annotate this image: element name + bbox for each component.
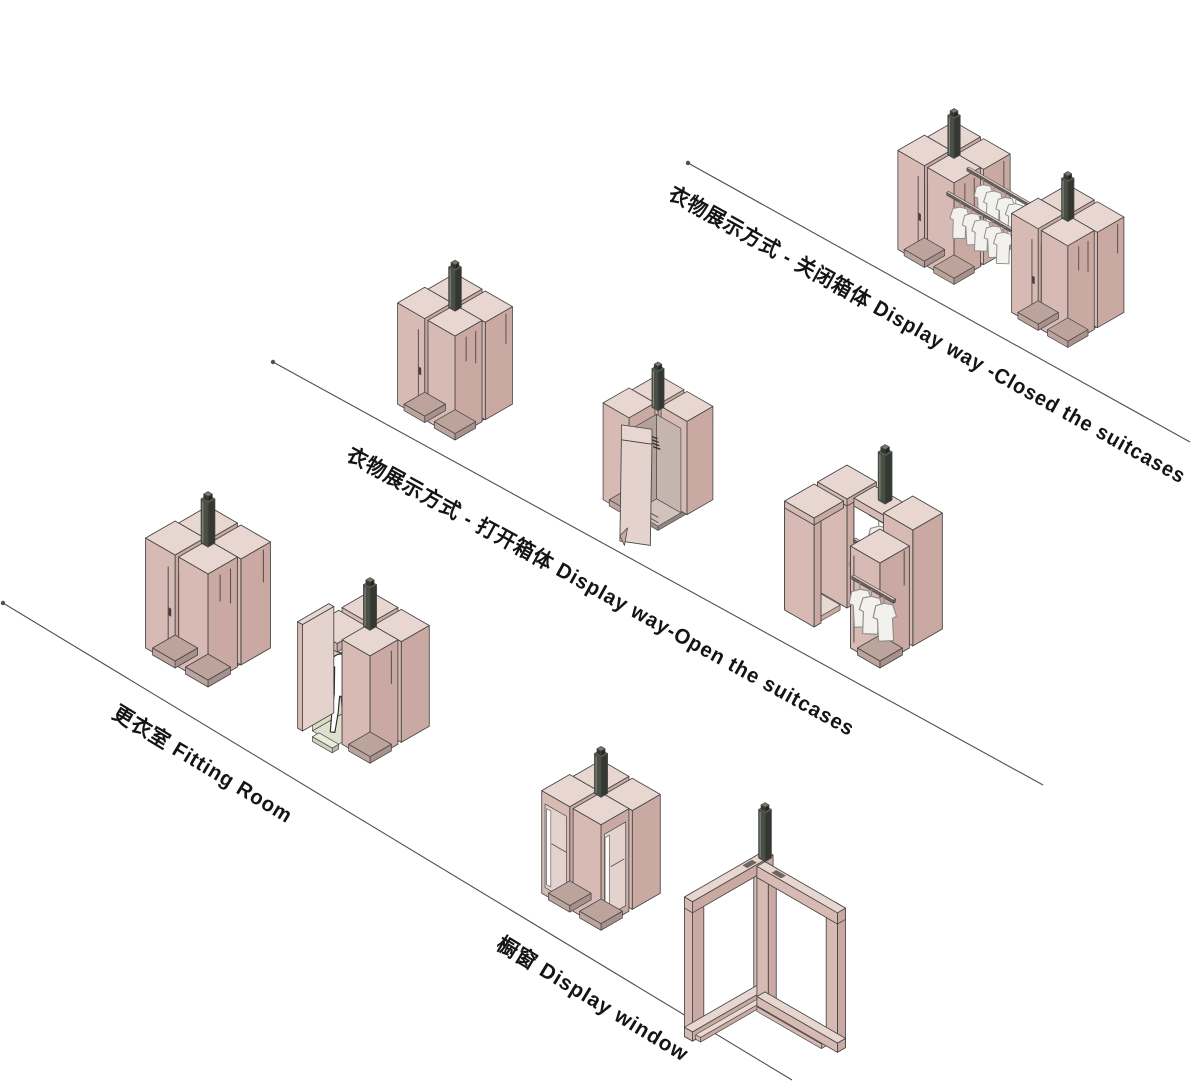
open-suitcases-open-pod-illustration bbox=[784, 444, 943, 669]
label-display-window: 橱窗 Display window bbox=[492, 932, 693, 1066]
fitting-room-open-pod-illustration bbox=[297, 577, 430, 764]
open-suitcases-half-open-pod-illustration bbox=[602, 361, 714, 546]
divider-line-closed-suitcases bbox=[685, 160, 1191, 443]
display-window-frames-illustration bbox=[684, 802, 846, 1053]
divider-line-open-suitcases bbox=[270, 359, 1044, 786]
label-fitting-room: 更衣室 Fitting Room bbox=[108, 701, 297, 828]
divider-line-fitting-room-display-window bbox=[0, 600, 793, 1081]
fitting-room-closed-pod-illustration bbox=[145, 491, 271, 688]
display-window-pod-illustration bbox=[541, 746, 661, 931]
closed-suitcases-pair-illustration bbox=[897, 108, 1125, 348]
open-suitcases-closed-pod-illustration bbox=[397, 259, 513, 441]
